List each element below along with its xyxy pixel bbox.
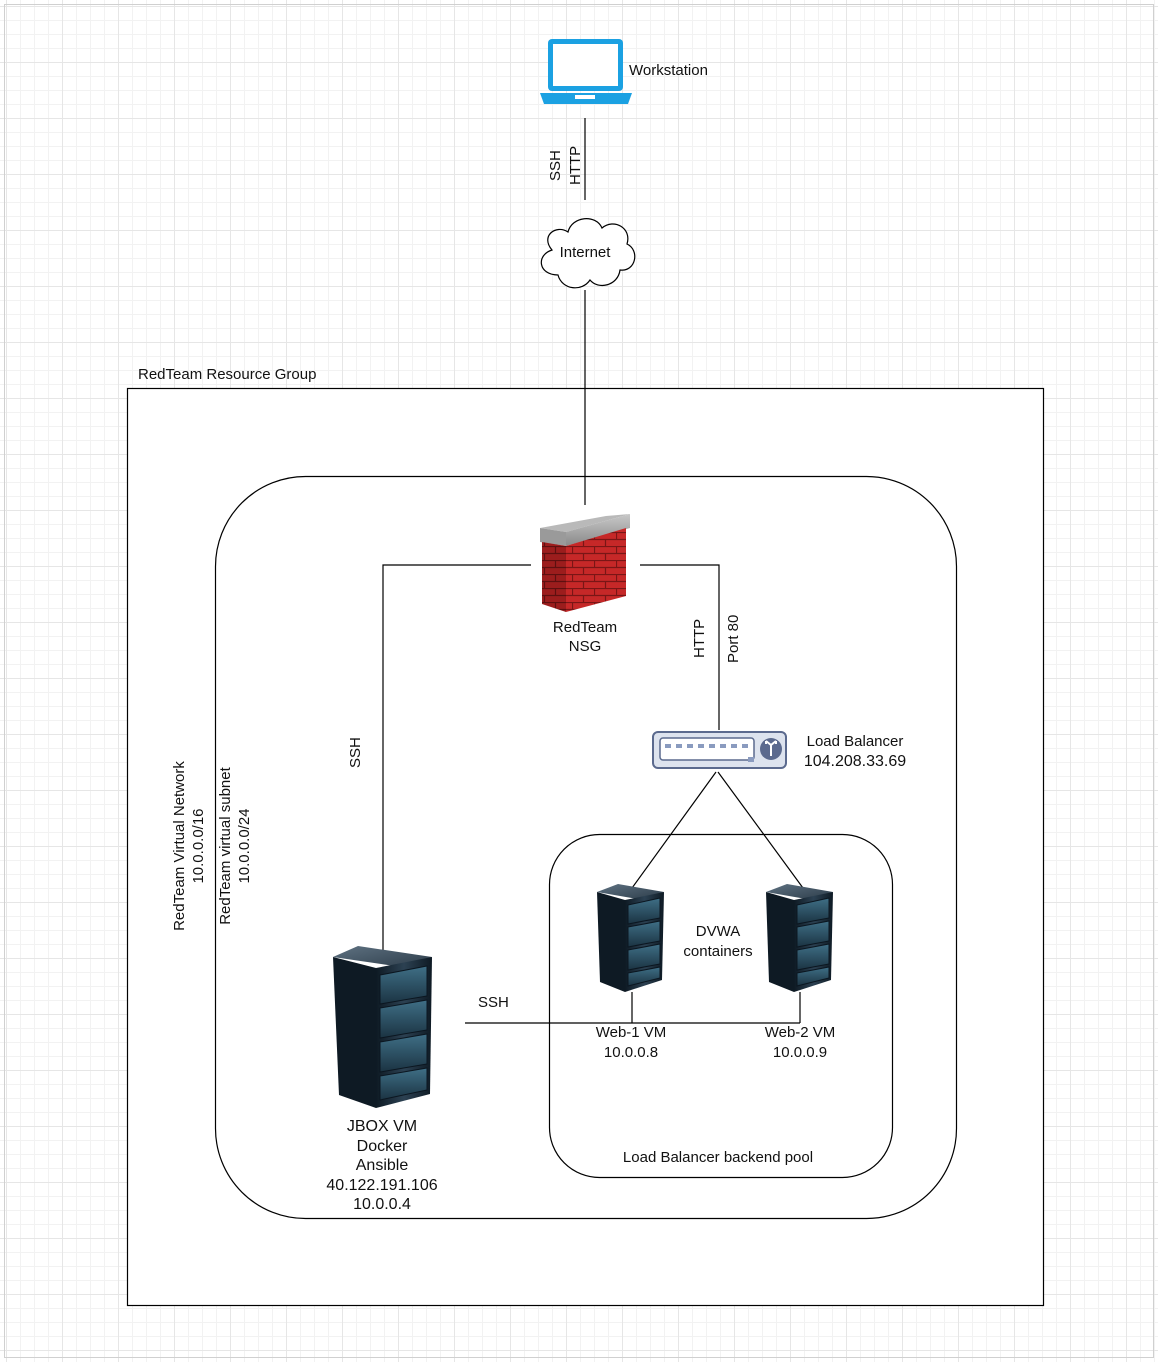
web1-server-icon: [597, 884, 664, 992]
web1-ip: 10.0.0.8: [603, 1044, 659, 1061]
nsg-label-line1: RedTeam: [552, 619, 618, 636]
web1-label: Web-1 VM 10.0.0.8: [596, 1023, 667, 1063]
resource-group-label: RedTeam Resource Group: [138, 366, 317, 383]
jbox-web-ssh-label: SSH: [478, 994, 509, 1011]
internet-label: Internet: [559, 244, 611, 261]
workstation-link-http-label: HTTP: [567, 145, 584, 185]
dvwa-line2: containers: [683, 943, 753, 960]
jbox-line-name: JBOX VM: [346, 1118, 418, 1135]
nsg-jbox-ssh-label: SSH: [347, 737, 364, 768]
load-balancer-label: Load Balancer 104.208.33.69: [804, 732, 906, 772]
virtual-network-name: RedTeam Virtual Network: [171, 761, 188, 931]
jbox-label: JBOX VM Docker Ansible 40.122.191.106 10…: [326, 1117, 437, 1215]
jbox-server-icon: [333, 946, 432, 1108]
workstation-link-ssh-label: SSH: [547, 150, 564, 181]
connector-nsg-jbox: [382, 564, 531, 950]
virtual-network-label: RedTeam Virtual Network 10.0.0.0/16: [170, 754, 208, 938]
subnet-label: RedTeam virtual subnet 10.0.0.0/24: [216, 761, 254, 931]
nsg-lb-http-label: HTTP: [691, 618, 708, 658]
load-balancer-icon: [652, 731, 787, 769]
web2-label: Web-2 VM 10.0.0.9: [765, 1023, 836, 1063]
jbox-line-docker: Docker: [356, 1137, 408, 1155]
subnet-name: RedTeam virtual subnet: [217, 767, 234, 925]
jbox-line-ansible: Ansible: [355, 1157, 409, 1174]
laptop-icon: [540, 39, 632, 104]
web2-ip: 10.0.0.9: [772, 1044, 828, 1061]
virtual-network-cidr: 10.0.0.0/16: [190, 808, 207, 884]
connector-lb-web1: [631, 771, 717, 889]
web2-name: Web-2 VM: [764, 1024, 836, 1041]
cloud-icon: [540, 218, 636, 289]
load-balancer-ip: 104.208.33.69: [803, 753, 907, 770]
dvwa-line1: DVWA: [695, 923, 741, 940]
nsg-lb-port-label: Port 80: [725, 614, 742, 663]
backend-pool-label: Load Balancer backend pool: [622, 1149, 814, 1166]
dvwa-label: DVWA containers: [683, 922, 752, 962]
jbox-line-private-ip: 10.0.0.4: [353, 1196, 411, 1213]
connector-lb-web2: [717, 771, 804, 889]
canvas-border: [4, 4, 1154, 1358]
subnet-cidr: 10.0.0.0/24: [236, 808, 253, 884]
nsg-label: RedTeam NSG: [553, 618, 617, 656]
workstation-label: Workstation: [629, 62, 708, 79]
load-balancer-name: Load Balancer: [806, 733, 904, 750]
firewall-icon: [540, 514, 630, 612]
connector-nsg-loadbalancer: [640, 564, 720, 730]
jbox-line-public-ip: 40.122.191.106: [326, 1176, 438, 1194]
nsg-label-line2: NSG: [568, 638, 602, 655]
web1-name: Web-1 VM: [595, 1024, 667, 1041]
web2-server-icon: [766, 884, 833, 992]
